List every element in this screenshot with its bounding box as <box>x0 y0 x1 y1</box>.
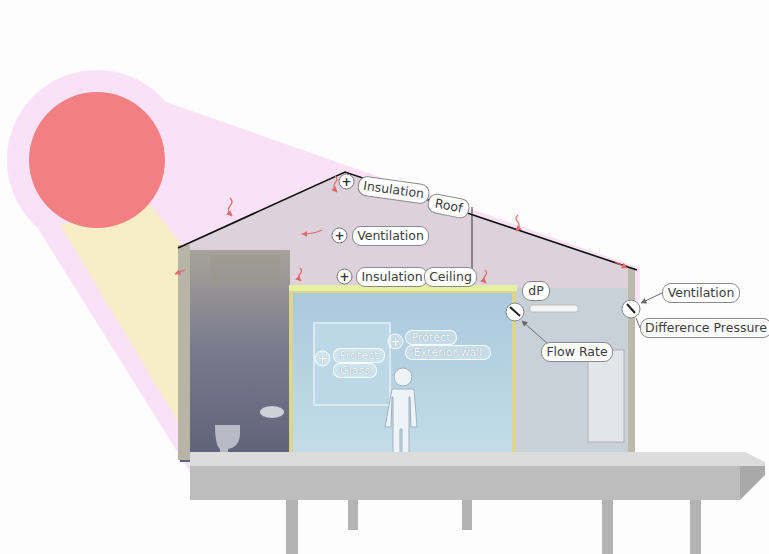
person <box>385 368 417 465</box>
label-text: Flow Rate <box>546 346 607 359</box>
plus-marker: + <box>387 333 404 350</box>
label-text: + <box>317 353 327 365</box>
label-text: dP <box>528 285 543 298</box>
left-wall <box>178 245 190 460</box>
marker-outline <box>315 351 330 366</box>
sun-beam <box>60 205 192 445</box>
plus-marker: + <box>314 350 331 367</box>
label-text: + <box>341 176 351 188</box>
label-text: Ventilation <box>668 287 735 300</box>
vent-duct <box>210 255 280 285</box>
slab-front <box>190 466 740 500</box>
plus-marker: + <box>338 173 355 190</box>
sink <box>260 406 284 418</box>
label-text: Roof <box>434 197 464 215</box>
pressure-gauge <box>622 300 640 318</box>
label-text: + <box>339 271 349 283</box>
label-text: Insulation <box>363 180 425 201</box>
door <box>588 350 624 442</box>
label-pill: Difference Pressure <box>640 318 769 338</box>
label-pill: Ventilation <box>352 226 429 246</box>
right-room <box>515 288 632 462</box>
pressure-gauge <box>506 303 524 321</box>
label-pill: Protect <box>405 330 457 345</box>
marker-outline <box>337 269 352 284</box>
roof-line <box>178 172 637 270</box>
ac-unit <box>530 305 578 312</box>
sun-rays <box>7 70 640 472</box>
window-glass <box>314 323 390 405</box>
label-text: Glass <box>340 365 370 376</box>
label-pill: Ceiling <box>424 267 477 287</box>
label-text: Ceiling <box>429 271 472 284</box>
label-text: Exterior wall <box>414 347 483 358</box>
label-text: Insulation <box>361 271 422 284</box>
marker-outline <box>388 334 403 349</box>
bathroom <box>180 250 290 462</box>
label-pill: Flow Rate <box>541 342 613 362</box>
label-pill: Ventilation <box>662 283 740 303</box>
label-pill: Protect <box>333 348 385 363</box>
label-pill: Insulation <box>357 175 431 205</box>
sun <box>29 92 165 228</box>
label-text: Difference Pressure <box>645 322 767 335</box>
plus-marker: + <box>336 268 353 285</box>
right-wall <box>628 268 635 460</box>
marker-outline <box>339 174 354 189</box>
label-pill: dP <box>522 281 550 301</box>
label-text: Protect <box>340 350 379 361</box>
slab-side <box>740 466 765 500</box>
label-text: + <box>390 336 400 348</box>
label-pill: Insulation <box>356 267 428 287</box>
label-pill: Roof <box>426 192 471 220</box>
label-pill: Exterior wall <box>405 345 491 360</box>
attic <box>178 173 635 290</box>
label-text: + <box>334 230 344 242</box>
label-pill: Glass <box>333 363 377 378</box>
label-text: Protect <box>412 332 451 343</box>
label-text: Ventilation <box>357 230 424 243</box>
slab-top <box>190 452 765 468</box>
columns <box>286 500 701 554</box>
plus-marker: + <box>331 227 348 244</box>
marker-outline <box>332 228 347 243</box>
